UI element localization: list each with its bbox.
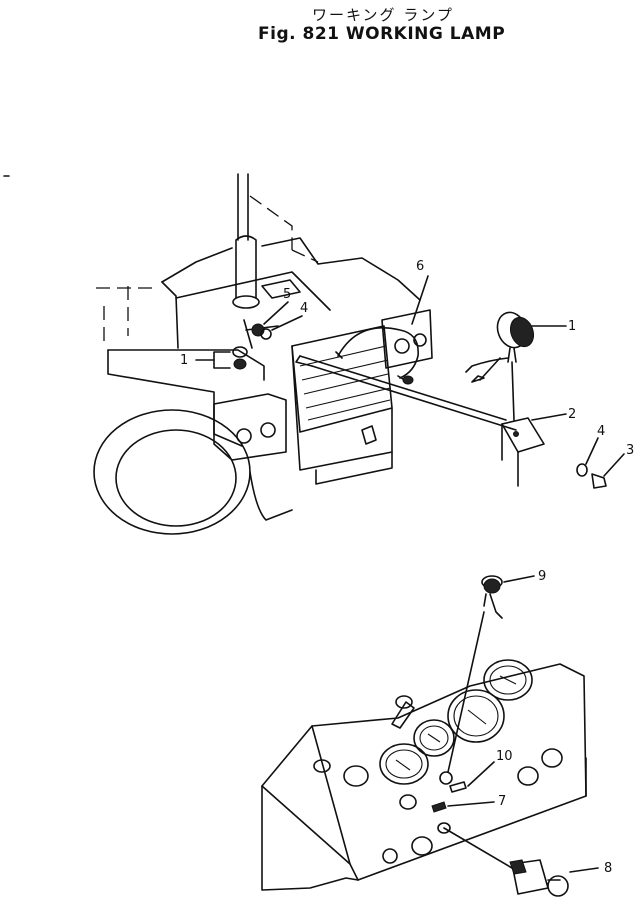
instrument-panel [261,659,587,891]
callout-7: 7 [498,794,506,809]
leader-6 [411,275,429,325]
fender-top [107,349,265,381]
pipe-base [232,295,260,309]
exhaust-pipe [237,173,249,241]
headlamp-right-2 [413,333,427,347]
mounting-rod-guide [299,355,517,431]
front-bumper-right [381,309,433,369]
callout-2: 2 [568,407,576,422]
grille-lower [291,345,393,471]
tractor-illustration [93,173,433,535]
leader-8 [569,867,599,873]
callout-1-left: 1 [180,353,188,368]
lamp-bracket-2 [501,417,545,487]
leader-7 [447,801,495,807]
callout-3: 3 [626,443,634,458]
hood-front-edge [175,271,331,311]
callout-5: 5 [283,287,291,302]
hood-top [161,237,421,301]
callout-4-left: 4 [300,301,308,316]
callout-1-right: 1 [568,319,576,334]
part-1-hardware-left [213,346,248,370]
leader-4-right [585,437,599,465]
leader-4-left [271,315,303,331]
figure-title: Fig. 821 WORKING LAMP [258,24,506,44]
callout-6: 6 [416,259,424,274]
leader-10 [467,761,495,787]
cab-hidden-line [249,195,319,263]
leader-9 [503,575,535,583]
headlamp-left [236,428,252,444]
callout-9: 9 [538,569,546,584]
front-wheel-outer [93,409,251,535]
front-bumper-left [213,393,287,461]
fender-side [107,349,243,447]
title-japanese: ワーキング ランプ [312,6,454,24]
callout-4-right: 4 [597,424,605,439]
leader-2 [531,413,567,421]
headlamp-right [394,338,410,354]
grille-base [315,451,393,485]
switch-8 [443,827,569,897]
callout-10: 10 [496,749,513,764]
leader-3 [603,453,625,477]
front-wheel-inner [115,429,237,527]
pipe-lower [235,235,257,299]
part-3-bolt [591,473,607,489]
hood-panel [261,279,301,299]
frame-hidden-lines [96,286,158,346]
leader-5 [263,301,289,325]
headlamp-left-2 [260,422,276,438]
harness-connector [402,375,414,385]
part-4-washer-left [260,328,272,340]
grille-notch [361,425,377,445]
rod-end [295,355,313,367]
callout-8: 8 [604,861,612,876]
pilot-lamp-9 [447,575,503,773]
part-4-washer-right [576,463,588,477]
harness-6 [337,327,419,379]
wheel-hub-edge [249,471,293,521]
hood-left-edge [161,281,179,349]
working-lamp [465,311,535,421]
grille-slats [299,345,391,421]
